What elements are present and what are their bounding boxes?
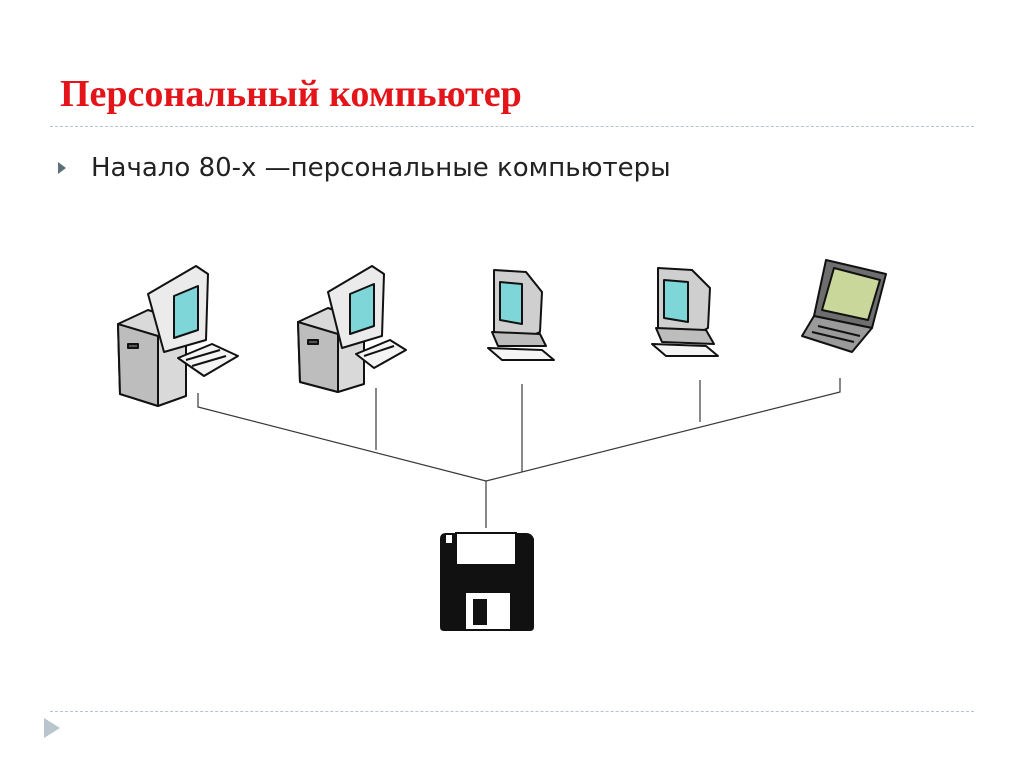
desktop-tower-icon — [117, 265, 239, 407]
bullet-text: Начало 80-х —персональные компьютеры — [91, 153, 671, 183]
bullet-item: Начало 80-х —персональные компьютеры — [58, 151, 671, 185]
desktop-tower-icon — [297, 265, 407, 393]
footer-divider — [50, 711, 974, 712]
wire-1 — [197, 393, 487, 482]
connection-lines — [197, 378, 841, 528]
slide-nav-arrow-icon[interactable] — [44, 718, 60, 738]
floppy-disk-icon — [440, 532, 534, 631]
laptop-icon — [801, 259, 887, 353]
wire-5 — [485, 378, 841, 482]
desktop-monitor-icon — [487, 269, 555, 361]
title-divider — [50, 126, 974, 127]
bullet-arrow-icon — [58, 162, 66, 174]
desktop-monitor-icon — [651, 267, 719, 357]
slide-title: Персональный компьютер — [60, 73, 522, 115]
